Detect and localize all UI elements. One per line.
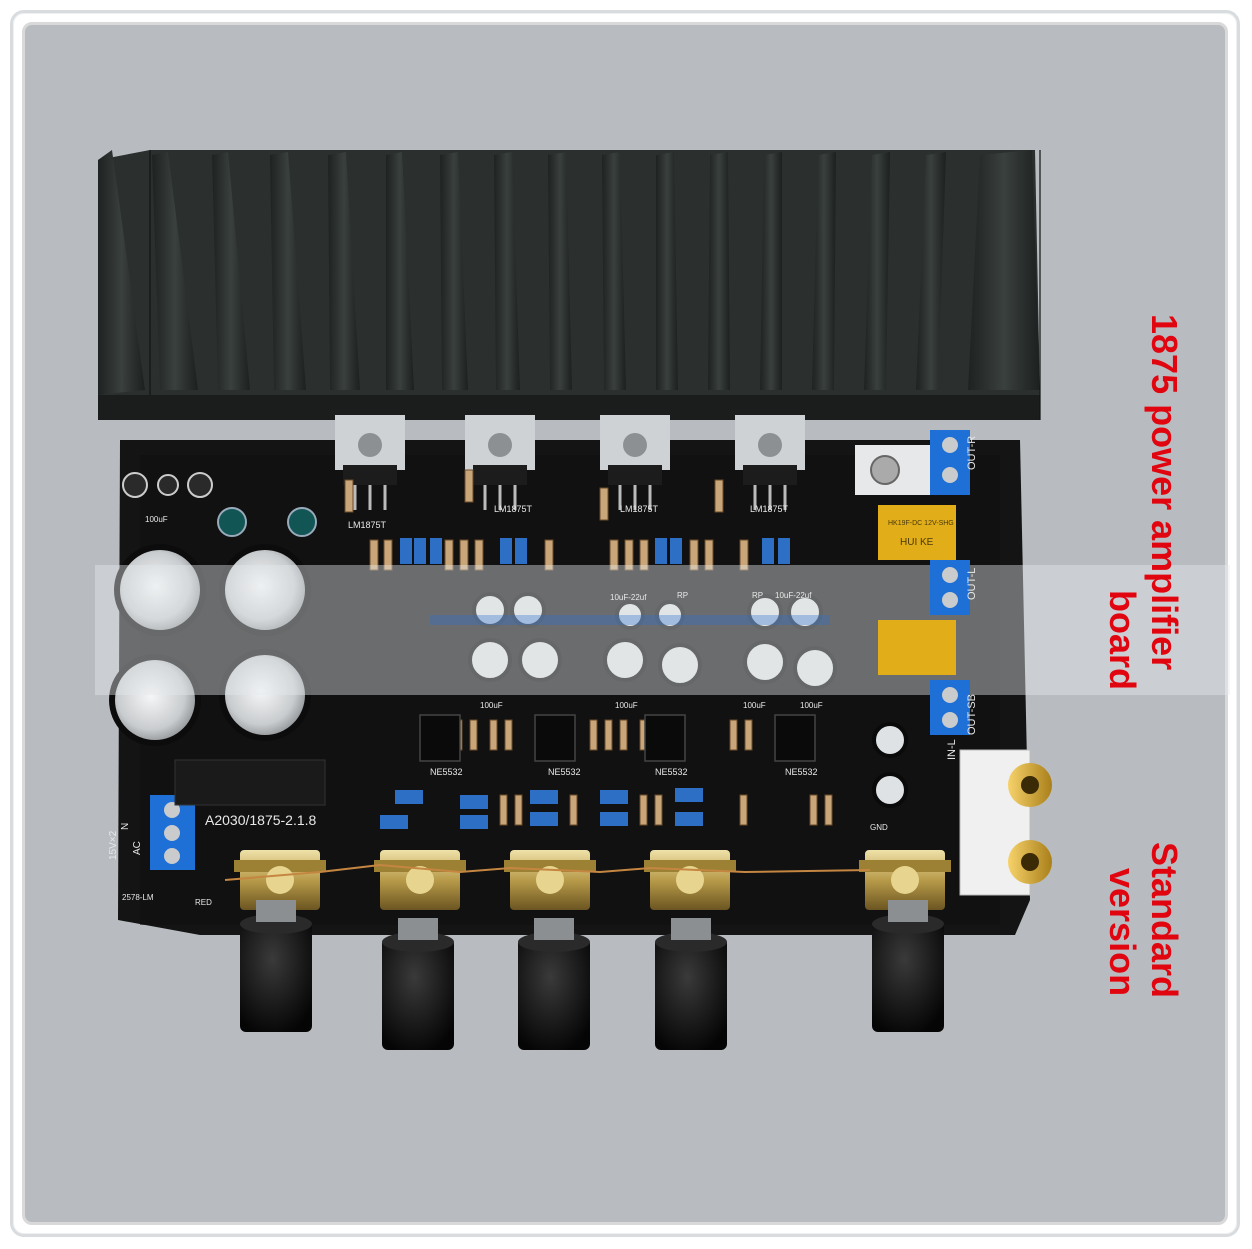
outer-border [10, 10, 1240, 1237]
potentiometers [224, 850, 951, 910]
terminal-label: OUT-L [966, 568, 978, 600]
power-labels: AC N 15V×2 [108, 823, 143, 860]
cap-label: 10uF-22uf [610, 593, 647, 602]
misc-labels: 2578-LM RED GND [122, 823, 888, 907]
cap-label: 100uF [480, 701, 503, 710]
chip-labels: LM1875T LM1875T LM1875T LM1875T [348, 504, 789, 530]
power-label: 15V×2 [108, 830, 119, 860]
opamps [419, 714, 816, 762]
filter-capacitors [109, 472, 317, 746]
version-line2: version [1102, 868, 1143, 997]
cap-label: 10uF-22uf [775, 591, 812, 600]
opamp-label: NE5532 [430, 767, 463, 777]
relay-brand: HUI KE [900, 537, 934, 548]
chip-label: LM1875T [348, 520, 387, 530]
cap-label: 100uF [800, 701, 823, 710]
lm1875-chips [335, 415, 805, 510]
cap-label: RP [677, 591, 688, 600]
board-model-label: A2030/1875-2.1.8 [205, 812, 317, 828]
opamp-labels: NE5532 NE5532 NE5532 NE5532 [430, 767, 818, 777]
chip-label: LM1875T [620, 504, 659, 514]
cap-label: 100uF [145, 515, 168, 524]
cap-labels: 100uF 10uF-22uf 10uF-22uf RP RP 100uF 10… [145, 515, 823, 710]
relay-text: HK19F-DC 12V-SHG [888, 520, 954, 527]
version-line1: Standard [1144, 842, 1185, 999]
opamp-label: NE5532 [785, 767, 818, 777]
power-label: N [120, 823, 131, 830]
signal-capacitors [468, 592, 908, 808]
opamp-label: NE5532 [655, 767, 688, 777]
chip-label: LM1875T [494, 504, 533, 514]
misc-label: GND [870, 823, 888, 832]
relay-labels: HK19F-DC 12V-SHG HUI KE [888, 520, 954, 548]
cap-label: RP [752, 591, 763, 600]
cap-label: 100uF [743, 701, 766, 710]
product-title-line1: 1875 power amplifier [1144, 314, 1185, 671]
power-terminal [150, 759, 326, 870]
chip-label: LM1875T [750, 504, 789, 514]
output-terminals [855, 430, 970, 735]
terminal-label: OUT-SB [966, 694, 978, 735]
plastic-film-reflection [95, 565, 1230, 695]
cap-label: 100uF [615, 701, 638, 710]
knobs [240, 900, 944, 1050]
silkscreen-model: A2030/1875-2.1.8 [205, 812, 317, 828]
rca-inputs [959, 749, 1052, 896]
terminal-labels: OUT-R OUT-L OUT-SB IN-L [946, 436, 978, 760]
terminal-label: OUT-R [966, 436, 978, 470]
terminal-label: IN-L [946, 739, 958, 760]
product-title-line2: board [1102, 590, 1143, 691]
opamp-label: NE5532 [548, 767, 581, 777]
misc-label: 2578-LM [122, 893, 154, 902]
heatsink [98, 150, 1041, 420]
power-label: AC [132, 841, 143, 855]
small-components [344, 469, 833, 829]
misc-label: RED [195, 898, 212, 907]
